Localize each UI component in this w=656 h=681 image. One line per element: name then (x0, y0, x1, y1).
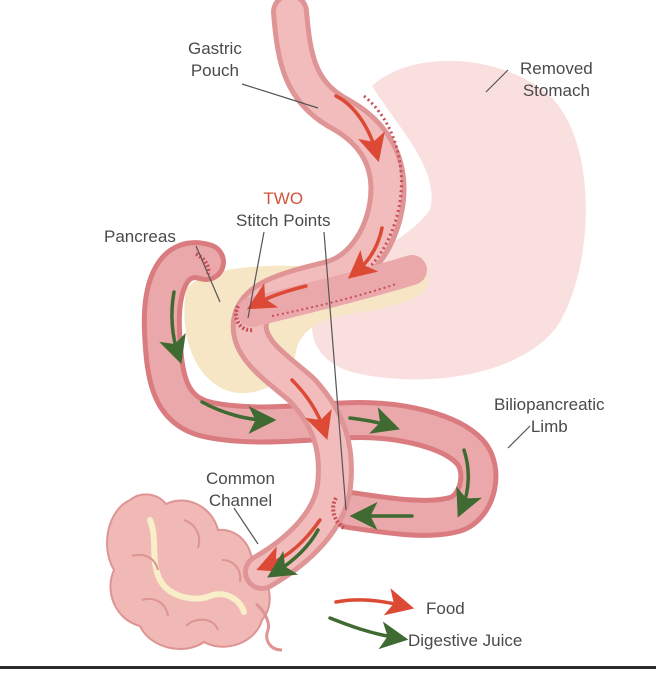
label-gastric-pouch: Gastric Pouch (188, 38, 242, 82)
digestive-juice-arrows (159, 290, 482, 578)
bottom-divider (0, 666, 656, 669)
legend-juice-arrow (328, 616, 409, 650)
legend-food-arrow (334, 588, 415, 616)
label-pancreas: Pancreas (104, 226, 176, 248)
colon (106, 493, 283, 652)
legend-juice-text: Digestive Juice (408, 631, 523, 650)
legend-food-label: Food (426, 598, 465, 620)
label-pancreas-text: Pancreas (104, 227, 176, 246)
label-biliopancreatic-limb: Biliopancreatic Limb (494, 394, 605, 438)
label-stitch-points-text: Stitch Points (236, 211, 331, 230)
label-common-channel: Common Channel (206, 468, 275, 512)
label-gastric-pouch-line1: Gastric (188, 39, 242, 58)
label-common-channel-line1: Common (206, 469, 275, 488)
label-common-channel-line2: Channel (208, 491, 273, 510)
label-stitch-points: TWO Stitch Points (236, 188, 331, 232)
legend-food-text: Food (426, 599, 465, 618)
label-removed-stomach: Removed Stomach (520, 58, 593, 102)
label-removed-stomach-line2: Stomach (522, 81, 590, 100)
legend-juice-label: Digestive Juice (408, 630, 522, 652)
label-gastric-pouch-line2: Pouch (190, 61, 240, 80)
label-stitch-points-count: TWO (263, 189, 304, 208)
label-removed-stomach-line1: Removed (520, 59, 593, 78)
biliopancreatic-limb (141, 240, 499, 538)
label-biliopancreatic-line2: Limb (530, 417, 568, 436)
stitch-point-upper (195, 252, 255, 333)
stitch-point-lower (331, 496, 346, 530)
leader-lines (195, 69, 531, 545)
label-biliopancreatic-line1: Biliopancreatic (494, 395, 605, 414)
